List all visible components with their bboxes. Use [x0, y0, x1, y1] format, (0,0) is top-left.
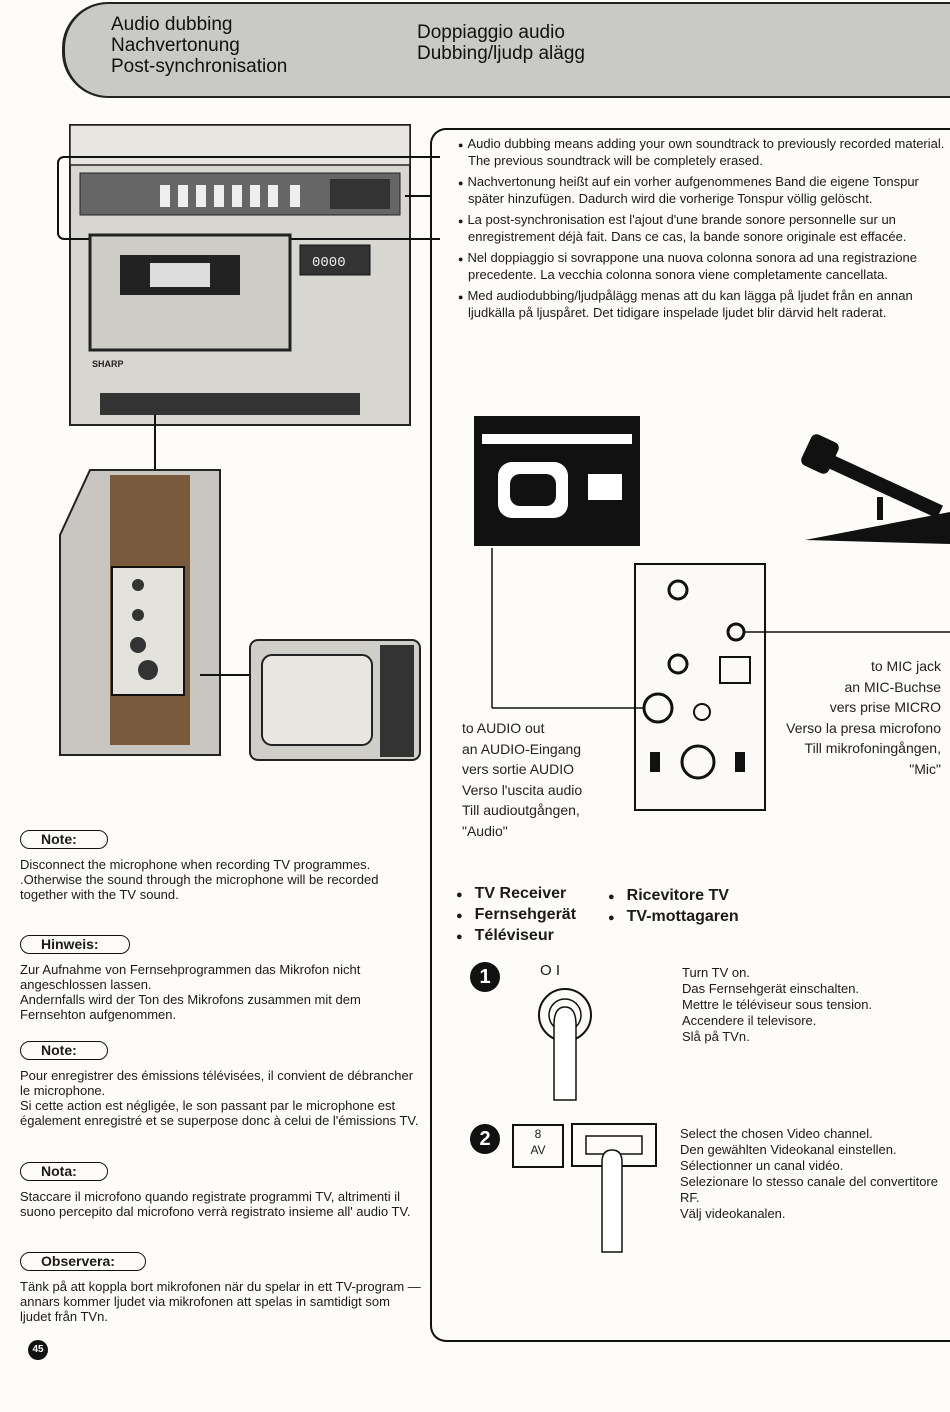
- audio-label-sv: Till audioutgången,: [462, 802, 580, 818]
- step-2-text: Select the chosen Video channel. Den gew…: [680, 1126, 942, 1222]
- note-en-text: Disconnect the microphone when recording…: [20, 857, 379, 902]
- intro-bullets: Audio dubbing means adding your own soun…: [458, 136, 950, 326]
- audio-label-de: an AUDIO-Eingang: [462, 740, 582, 757]
- video-in-jack: [667, 653, 689, 675]
- bullet-it: Nel doppiaggio si sovrappone una nuova c…: [458, 250, 950, 282]
- step-1-number: 1: [470, 962, 500, 992]
- step-1-fr: Mettre le téléviseur sous tension.: [682, 997, 873, 1012]
- vcr-setup-illustration: 0000 SHARP: [57, 124, 440, 761]
- mic-label-de: an MIC-Buchse: [844, 678, 941, 695]
- bullet-fr: La post-synchronisation est l'ajout d'un…: [458, 212, 950, 244]
- channel-button-press-illustration: [571, 1123, 657, 1253]
- mic-label-sv: Till mikrofoningången,: [804, 740, 941, 756]
- note-fr: Note: Pour enregistrer des émissions tél…: [20, 1041, 424, 1128]
- audio-label-audio: "Audio": [462, 822, 508, 839]
- title-fr: Post-synchronisation: [111, 56, 288, 77]
- vcr-vent: [100, 393, 360, 415]
- step-1-sv: Slå på TVn.: [682, 1029, 750, 1044]
- step-2-fr: Sélectionner un canal vidéo.: [680, 1158, 844, 1173]
- tv-receiver-list-left: TV Receiver Fernsehgerät Téléviseur: [456, 884, 576, 947]
- audio-label-it: Verso l'uscita audio: [462, 781, 583, 798]
- mic-label-en: to MIC jack: [870, 658, 941, 674]
- microphone: [801, 434, 950, 544]
- brand-logo: SHARP: [92, 359, 124, 369]
- header-title-left: Audio dubbing Nachvertonung Post-synchro…: [111, 14, 287, 77]
- note-it-label: Nota:: [20, 1162, 108, 1181]
- page-number: 45: [28, 1340, 48, 1360]
- leader-line: [405, 195, 432, 197]
- step-2-it: Selezionare lo stesso canale del convert…: [680, 1174, 938, 1205]
- title-de: Nachvertonung: [111, 35, 240, 56]
- step-2-de: Den gewählten Videokanal einstellen.: [680, 1142, 897, 1157]
- note-it: Nota: Staccare il microfono quando regis…: [20, 1162, 424, 1219]
- finger-icon-2: [601, 1149, 623, 1253]
- tv-control-panel: [380, 645, 414, 757]
- vcr-top: [69, 124, 411, 166]
- note-it-text: Staccare il microfono quando registrate …: [20, 1189, 411, 1219]
- note-de-text: Zur Aufnahme von Fernsehprogrammen das M…: [20, 962, 361, 1022]
- note-fr-text: Pour enregistrer des émissions télévisée…: [20, 1068, 419, 1128]
- note-sv: Observera: Tänk på att koppla bort mikro…: [20, 1252, 424, 1324]
- audio-out-label: to AUDIO out an AUDIO-Eingang vers sorti…: [462, 718, 642, 841]
- vcr-buttons: [160, 185, 300, 207]
- camera-jack: [719, 656, 751, 684]
- counter-display: [299, 244, 371, 276]
- audio-label-fr: vers sortie AUDIO: [462, 761, 575, 777]
- power-symbol: O I: [540, 962, 561, 979]
- header-title-right: Doppiaggio audio Dubbing/ljudp alägg: [417, 22, 585, 64]
- camera-socket: [680, 744, 716, 780]
- tv-receiver-fr: Téléviseur: [456, 926, 576, 947]
- title-it: Doppiaggio audio: [417, 22, 565, 43]
- audio-label-en: to AUDIO out: [462, 720, 545, 736]
- rf-out-jack: [667, 579, 689, 601]
- step-1-text: Turn TV on. Das Fernsehgerät einschalten…: [682, 965, 942, 1045]
- finger-icon: [553, 1006, 577, 1101]
- av-key-icon: 8 AV: [512, 1124, 564, 1168]
- note-en: Note: Disconnect the microphone when rec…: [20, 830, 424, 902]
- tv-receiver-list-right: Ricevitore TV TV-mottagaren: [608, 886, 739, 928]
- note-en-label: Note:: [20, 830, 108, 849]
- mic-label-fr: vers prise MICRO: [829, 699, 941, 715]
- counter-text: 0000: [312, 255, 346, 271]
- vcr-display: [330, 179, 390, 209]
- av-key-label: AV: [530, 1143, 546, 1157]
- content-frame: [430, 128, 950, 1342]
- tv-receiver-sv: TV-mottagaren: [608, 907, 739, 928]
- power-button-press-illustration: [538, 988, 592, 1101]
- mic-label-it: Verso la presa microfono: [786, 719, 941, 736]
- mic-jack-label: to MIC jack an MIC-Buchse vers prise MIC…: [758, 656, 941, 779]
- bullet-sv: Med audiodubbing/ljudpålägg menas att du…: [458, 288, 950, 320]
- bullet-de: Nachvertonung heißt auf ein vorher aufge…: [458, 174, 950, 206]
- mic-label-mic: "Mic": [909, 760, 941, 777]
- connection-illustration: [474, 416, 950, 811]
- note-de: Hinweis: Zur Aufnahme von Fernsehprogram…: [20, 935, 424, 1022]
- header-band: Audio dubbing Nachvertonung Post-synchro…: [62, 2, 950, 98]
- step-1-it: Accendere il televisore.: [682, 1013, 817, 1028]
- title-sv: Dubbing/ljudp alägg: [417, 43, 585, 64]
- tv-receiver-it: Ricevitore TV: [608, 886, 739, 907]
- title-en: Audio dubbing: [111, 14, 233, 35]
- step-2-sv: Välj videokanalen.: [680, 1206, 786, 1221]
- step-1-en: Turn TV on.: [682, 965, 750, 980]
- step-2-en: Select the chosen Video channel.: [680, 1126, 873, 1141]
- cassette-label: [150, 263, 210, 287]
- note-de-label: Hinweis:: [20, 935, 130, 954]
- tv-screen: [261, 654, 373, 746]
- note-sv-text: Tänk på att koppla bort mikrofonen när d…: [20, 1279, 421, 1324]
- tv-receiver-en: TV Receiver: [456, 884, 576, 905]
- jack-panel: [634, 563, 766, 811]
- step-2-number: 2: [470, 1124, 500, 1154]
- bullet-en: Audio dubbing means adding your own soun…: [458, 136, 950, 168]
- note-sv-label: Observera:: [20, 1252, 146, 1271]
- av-key-number: 8: [534, 1127, 542, 1141]
- step-1-de: Das Fernsehgerät einschalten.: [682, 981, 860, 996]
- note-fr-label: Note:: [20, 1041, 108, 1060]
- tv-receiver-de: Fernsehgerät: [456, 905, 576, 926]
